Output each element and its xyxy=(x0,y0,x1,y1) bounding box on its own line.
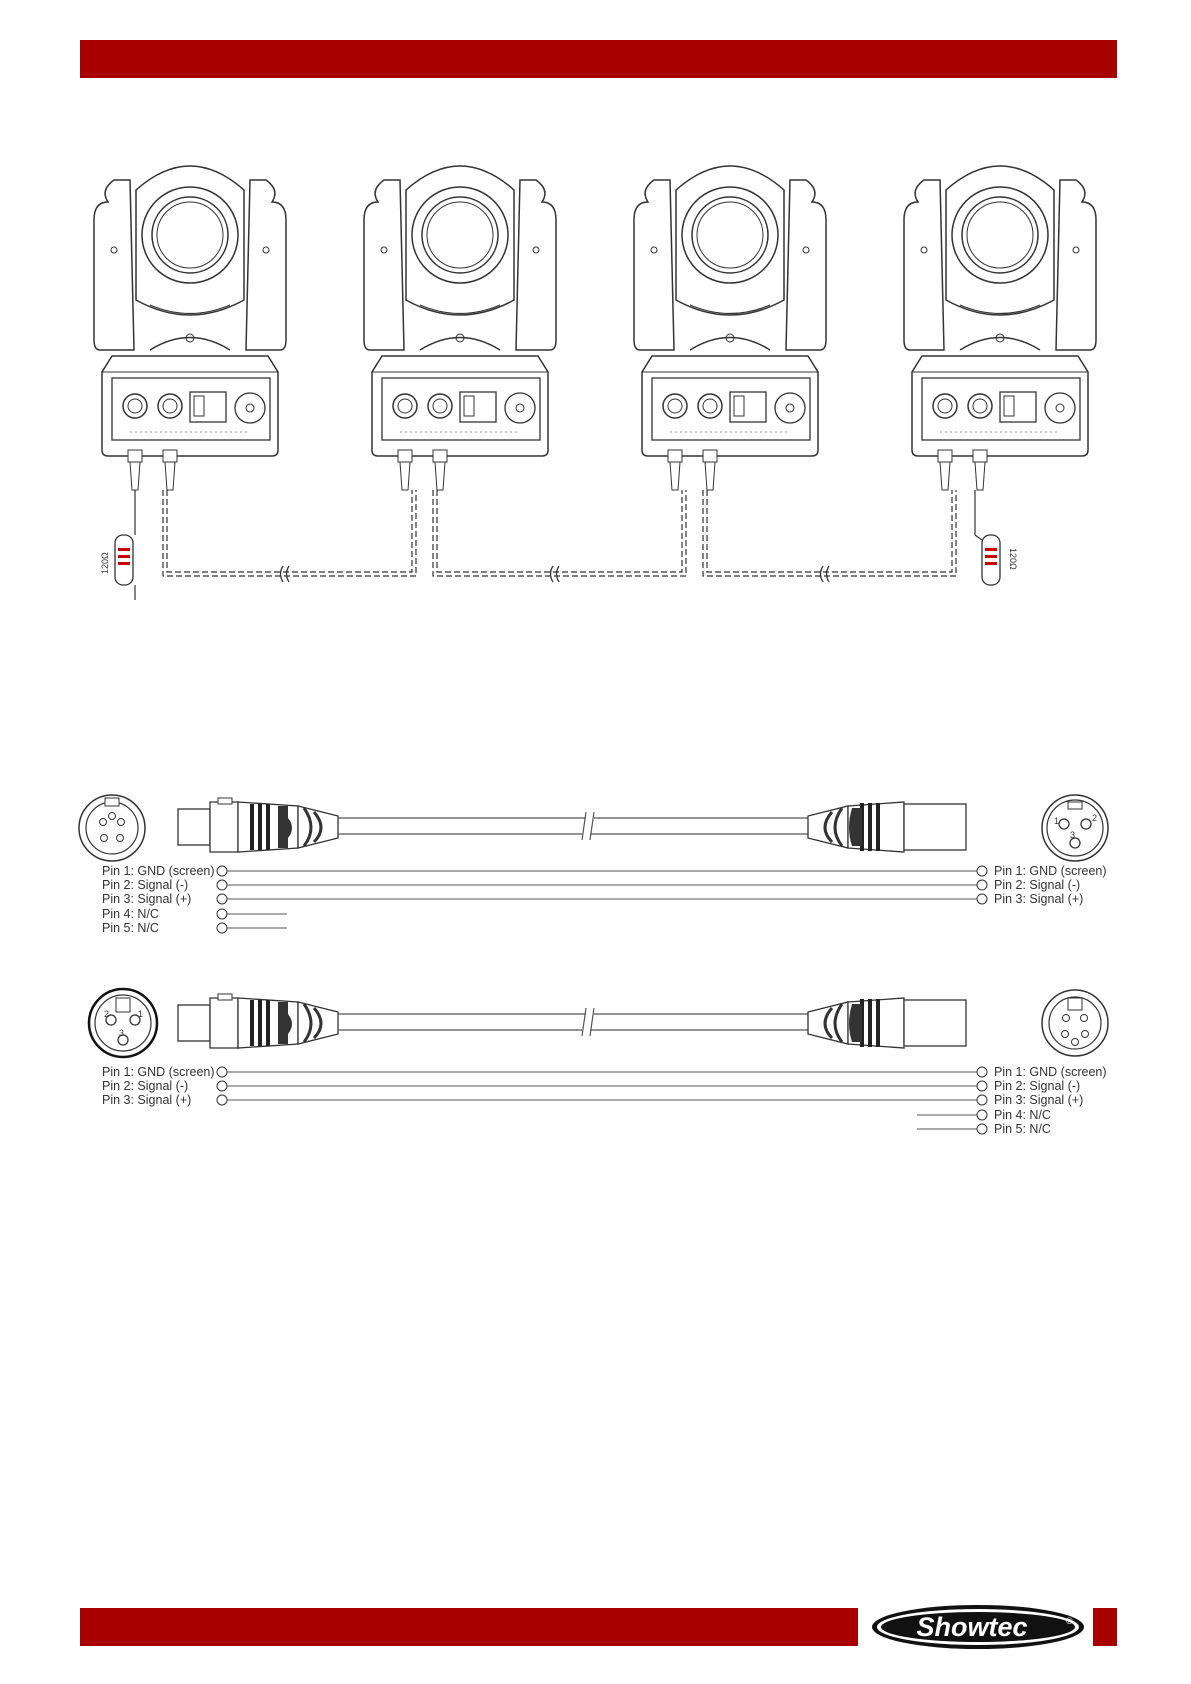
dmx-chain-diagram: 120Ω 120Ω xyxy=(0,140,1191,620)
cable-2-left-socket-number: 1 xyxy=(138,1009,143,1019)
header-bar xyxy=(80,40,1117,78)
pin-label: Pin 2: Signal (-) xyxy=(994,1079,1080,1093)
cable-pinout-diagrams: 1 2 3 Pin 1: GND (screen) Pin 2: Signal … xyxy=(0,770,1191,1170)
cable-1-pin-rows: Pin 1: GND (screen) Pin 2: Signal (-) Pi… xyxy=(102,864,1107,935)
pin-label: Pin 1: GND (screen) xyxy=(994,864,1107,878)
cable-1-female-plug xyxy=(178,798,338,852)
showtec-logo: Showtec ® xyxy=(868,1602,1088,1652)
cable-1-male-plug xyxy=(808,802,966,852)
dmx-link-1-2 xyxy=(163,490,416,576)
pin-label: Pin 1: GND (screen) xyxy=(994,1065,1107,1079)
cable-2-female-plug xyxy=(178,994,338,1048)
cable-2-male-plug xyxy=(808,998,966,1048)
cable-2-pin-rows: Pin 1: GND (screen) Pin 2: Signal (-) Pi… xyxy=(102,1065,1107,1136)
cable-1-right-socket-number: 3 xyxy=(1070,830,1075,840)
cable-2-right-socket xyxy=(1042,990,1108,1056)
dmx-link-3-4 xyxy=(703,490,956,576)
pin-label: Pin 3: Signal (+) xyxy=(994,1093,1083,1107)
logo-text: Showtec xyxy=(916,1612,1027,1642)
fixture-2 xyxy=(364,166,556,490)
pin-label: Pin 5: N/C xyxy=(102,921,159,935)
cable-1: 1 2 3 Pin 1: GND (screen) Pin 2: Signal … xyxy=(79,795,1108,935)
pin-label: Pin 3: Signal (+) xyxy=(102,1093,191,1107)
terminator-right-label: 120Ω xyxy=(1008,548,1018,570)
cable-1-right-socket: 1 2 3 xyxy=(1042,795,1108,861)
footer-bar xyxy=(80,1608,858,1646)
cable-break-marks xyxy=(281,566,830,582)
pin-label: Pin 3: Signal (+) xyxy=(102,892,191,906)
dmx-link-2-3 xyxy=(433,490,686,576)
cable-2-left-socket-number: 3 xyxy=(119,1028,124,1038)
fixture-3 xyxy=(634,166,826,490)
pin-label: Pin 1: GND (screen) xyxy=(102,1065,215,1079)
cable-1-wire xyxy=(338,812,808,840)
cable-1-right-socket-number: 2 xyxy=(1092,813,1097,823)
cable-1-right-socket-number: 1 xyxy=(1054,816,1059,826)
fixture-4 xyxy=(904,166,1096,490)
terminator-left-label: 120Ω xyxy=(100,552,110,574)
cable-2: 2 1 3 Pin 1: GND (screen) Pin 2: Signal … xyxy=(89,989,1108,1136)
pin-label: Pin 4: N/C xyxy=(994,1108,1051,1122)
pin-label: Pin 5: N/C xyxy=(994,1122,1051,1136)
terminator-right: 120Ω xyxy=(975,490,1018,585)
terminator-left: 120Ω xyxy=(100,490,135,600)
pin-label: Pin 2: Signal (-) xyxy=(994,878,1080,892)
pin-label: Pin 4: N/C xyxy=(102,907,159,921)
cable-1-left-socket xyxy=(79,795,145,861)
pin-label: Pin 2: Signal (-) xyxy=(102,1079,188,1093)
cable-2-wire xyxy=(338,1008,808,1036)
pin-label: Pin 1: GND (screen) xyxy=(102,864,215,878)
pin-label: Pin 2: Signal (-) xyxy=(102,878,188,892)
pin-label: Pin 3: Signal (+) xyxy=(994,892,1083,906)
footer-bar-tail xyxy=(1093,1608,1117,1646)
cable-2-left-socket: 2 1 3 xyxy=(89,989,157,1057)
logo-registered-mark: ® xyxy=(1066,1616,1073,1626)
cable-2-left-socket-number: 2 xyxy=(104,1009,109,1019)
fixture-1 xyxy=(94,166,286,490)
